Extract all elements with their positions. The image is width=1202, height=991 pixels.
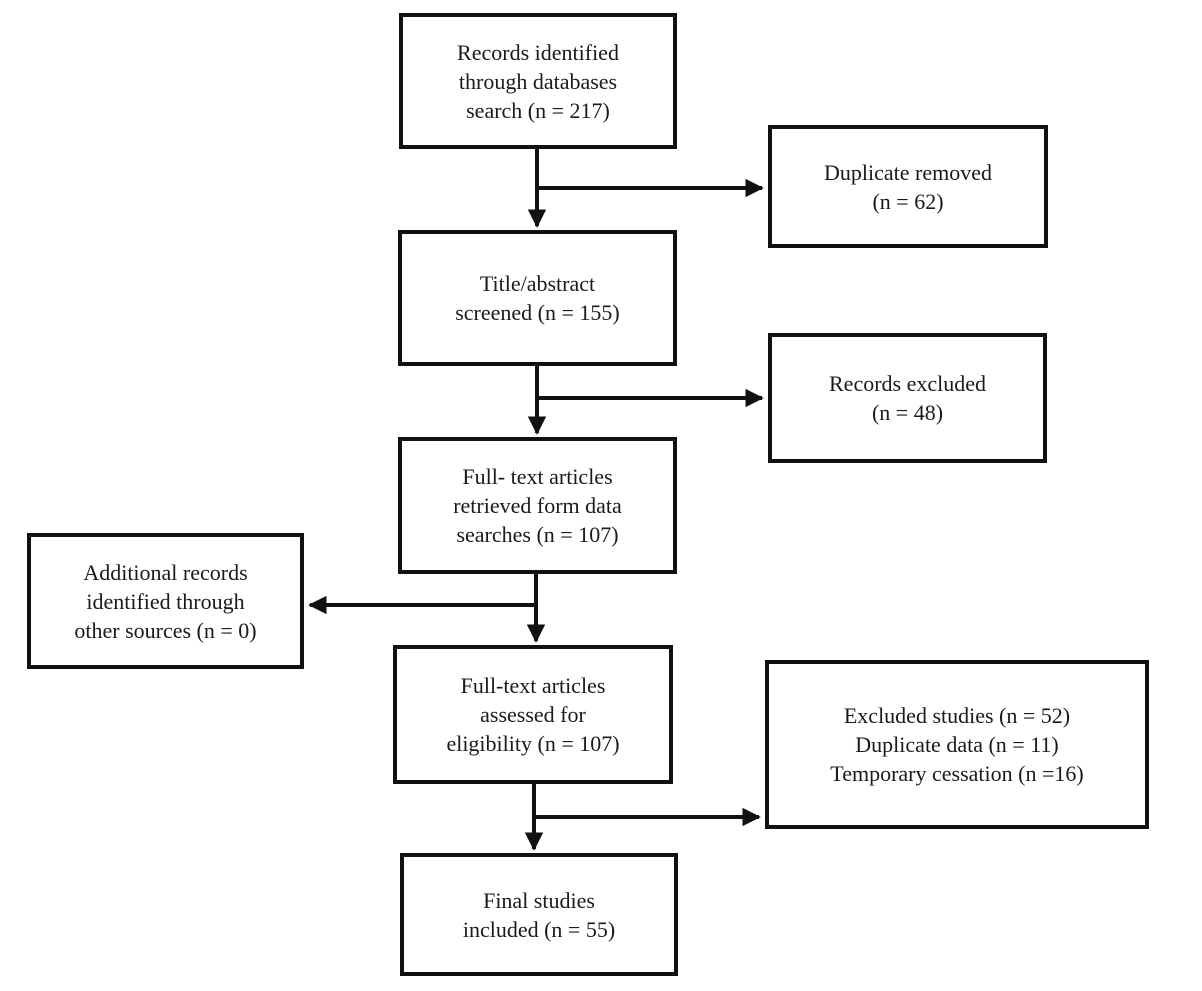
node-text-line: Full-text articles: [460, 673, 606, 698]
node-text-line: identified through: [86, 588, 245, 614]
node-text-line: Records identified: [457, 39, 619, 65]
node-additional-records: Additional records identified through ot…: [27, 533, 304, 669]
node-fulltext-retrieved: Full- text articles retrieved form data …: [398, 437, 677, 574]
node-fulltext-assessed: Full-text articles assessed for eligibil…: [393, 645, 673, 784]
node-text-line: (n = 48): [871, 400, 944, 425]
node-text-line: searches (n = 107): [456, 522, 619, 547]
node-records-identified: Records identified through databases sea…: [399, 13, 677, 149]
node-text-line: included (n = 55): [462, 916, 616, 942]
node-text-line: other sources (n = 0): [74, 617, 257, 643]
node-excluded-studies: Excluded studies (n = 52) Duplicate data…: [765, 660, 1149, 829]
node-text-line: (n = 62): [872, 188, 944, 214]
node-text-line: search (n = 217): [466, 97, 610, 123]
node-text-line: assessed for: [480, 702, 586, 727]
node-duplicate-removed: Duplicate removed (n = 62): [768, 125, 1048, 248]
node-final-studies: Final studies included (n = 55): [400, 853, 678, 976]
node-text-line: eligibility (n = 107): [446, 731, 620, 756]
node-text-line: Title/abstract: [479, 271, 596, 296]
node-text-line: retrieved form data: [453, 493, 622, 518]
node-title-abstract-screened: Title/abstract screened (n = 155): [398, 230, 677, 366]
node-text-line: Full- text articles: [462, 464, 613, 489]
node-text-line: Temporary cessation (n =16): [830, 761, 1084, 786]
node-text-line: Additional records: [83, 559, 248, 585]
node-text-line: Final studies: [483, 887, 595, 913]
node-text-line: Duplicate removed: [824, 159, 992, 185]
node-text-line: Records excluded: [829, 371, 986, 396]
node-text-line: through databases: [458, 68, 618, 94]
node-text-line: Excluded studies (n = 52): [843, 703, 1071, 728]
node-text-line: Duplicate data (n = 11): [855, 732, 1059, 757]
node-text-line: screened (n = 155): [455, 300, 620, 325]
node-records-excluded: Records excluded (n = 48): [768, 333, 1047, 463]
